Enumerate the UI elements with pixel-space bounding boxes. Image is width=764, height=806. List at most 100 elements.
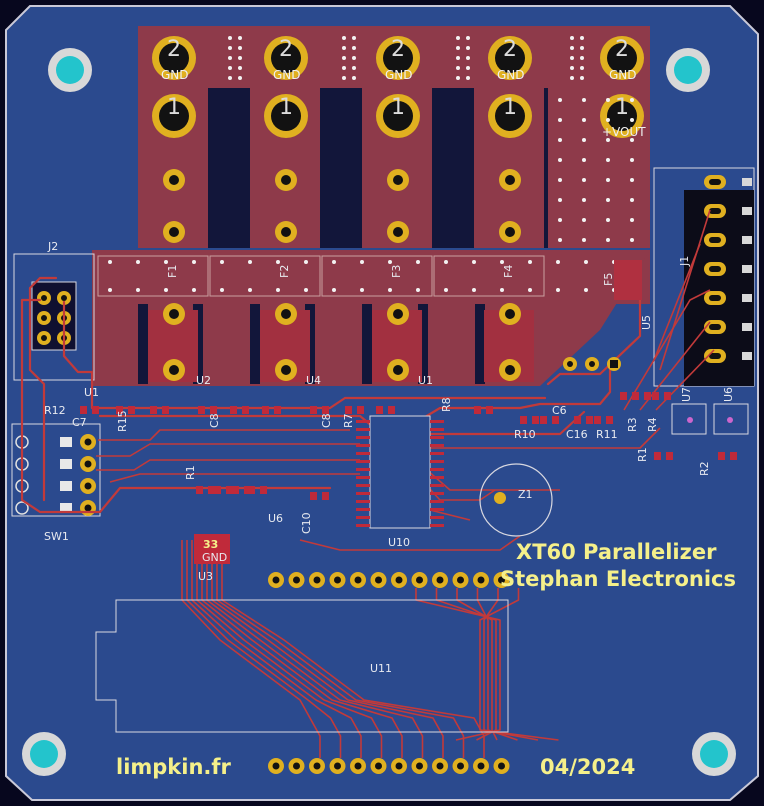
smd-pad: [208, 486, 215, 494]
fuse-f3: F3: [390, 265, 403, 278]
smd-pad: [214, 486, 221, 494]
sw1-pin: [15, 501, 29, 515]
smd-pad: [260, 486, 267, 494]
j2-ref: J2: [47, 240, 58, 253]
smd-pad: [242, 406, 249, 414]
r1-ref: R1: [636, 447, 649, 462]
smd-pad: [718, 452, 725, 460]
z1-buzzer: Z1: [479, 463, 553, 537]
u10-pin: [356, 452, 370, 455]
smd-pad: [606, 416, 613, 424]
smd-pad: [310, 492, 317, 500]
pad-number: 2: [615, 37, 629, 62]
c16-ref: C16: [566, 428, 588, 441]
u3-ref: U3: [198, 570, 213, 583]
smd-pad: [586, 416, 593, 424]
u3-label-33: 33: [203, 538, 218, 551]
u5-part: [614, 260, 642, 300]
u2-ref: U2: [196, 374, 211, 387]
u10-pin: [430, 484, 444, 487]
smd-pad: [196, 486, 203, 494]
smd-pad: [310, 406, 317, 414]
u6-ref: U6: [722, 387, 735, 402]
u10-pin: [430, 420, 444, 423]
u11-ref: U11: [370, 662, 392, 675]
u10-pin: [430, 476, 444, 479]
r2-ref: R2: [698, 461, 711, 476]
smd-pad: [232, 486, 239, 494]
pad-number: 1: [503, 95, 517, 120]
smd-pad: [574, 416, 581, 424]
bus-line: [456, 588, 498, 741]
xt60-pos-pad: 1+VOUT: [600, 94, 646, 139]
mount-hole-br: [692, 732, 736, 776]
smd-parts: [80, 392, 737, 500]
smd-pad: [322, 492, 329, 500]
smd-pad: [357, 406, 364, 414]
smd-pad: [666, 452, 673, 460]
mount-hole-bl: [22, 732, 66, 776]
smd-pad: [474, 406, 481, 414]
pad-number: 1: [391, 95, 405, 120]
j2-connector: J2: [13, 240, 95, 381]
u11-module: U11: [95, 599, 509, 733]
pad-label: GND: [161, 68, 189, 82]
u5-ref: U5: [640, 315, 653, 330]
u11-header-pins: [268, 572, 510, 774]
three-pin-header: [563, 357, 621, 371]
u10-pin: [356, 500, 370, 503]
smd-pad: [388, 406, 395, 414]
z1-ref: Z1: [518, 488, 533, 501]
c10-ref: C10: [300, 512, 313, 534]
c7-ref: C7: [72, 416, 87, 429]
smd-pad: [150, 406, 157, 414]
u1b-ref: U1: [418, 374, 433, 387]
u3-label-gnd: GND: [202, 551, 227, 564]
smd-pad: [248, 486, 255, 494]
smd-pad: [230, 406, 237, 414]
xt60-pos-pad: 1: [264, 94, 308, 138]
fuse-f2: F2: [278, 265, 291, 278]
pad-number: 2: [391, 37, 405, 62]
mount-hole-tr: [666, 48, 710, 92]
smd-pad: [486, 406, 493, 414]
mounting-holes: [22, 48, 736, 776]
pad-number: 1: [279, 95, 293, 120]
smd-pad: [116, 406, 123, 414]
pad-number: 2: [167, 37, 181, 62]
j1-connector: J1: [653, 167, 755, 387]
u10-ic: U10: [356, 415, 444, 549]
u10-pin: [430, 428, 444, 431]
r11-ref: R11: [596, 428, 618, 441]
u10-pin: [356, 460, 370, 463]
u10-pin: [356, 444, 370, 447]
smd-pad: [632, 392, 639, 400]
pad-label: GND: [497, 68, 525, 82]
smd-pad: [80, 406, 87, 414]
pad-label: GND: [385, 68, 413, 82]
smd-pad: [652, 392, 659, 400]
fuse-f5: F5: [602, 273, 615, 286]
smd-pad: [322, 406, 329, 414]
smd-pad: [162, 406, 169, 414]
r8-ref: R8: [440, 397, 453, 412]
smd-pad: [244, 486, 251, 494]
u10-pin: [356, 476, 370, 479]
u3-regulator: 33 GND U3: [194, 534, 230, 583]
smd-pad: [654, 452, 661, 460]
fuse-labels: F1 F2 F3 F4 F5: [166, 265, 615, 286]
fuse-outlines: [97, 255, 545, 297]
c8-ref: C8: [208, 413, 221, 428]
c8b-ref: C8: [320, 413, 333, 428]
u10-pin: [430, 524, 444, 527]
r10-ref: R10: [514, 428, 536, 441]
r7-ref: R7: [342, 413, 355, 428]
mount-hole-tl: [48, 48, 92, 92]
u10-pin: [430, 452, 444, 455]
smd-pad: [644, 392, 651, 400]
